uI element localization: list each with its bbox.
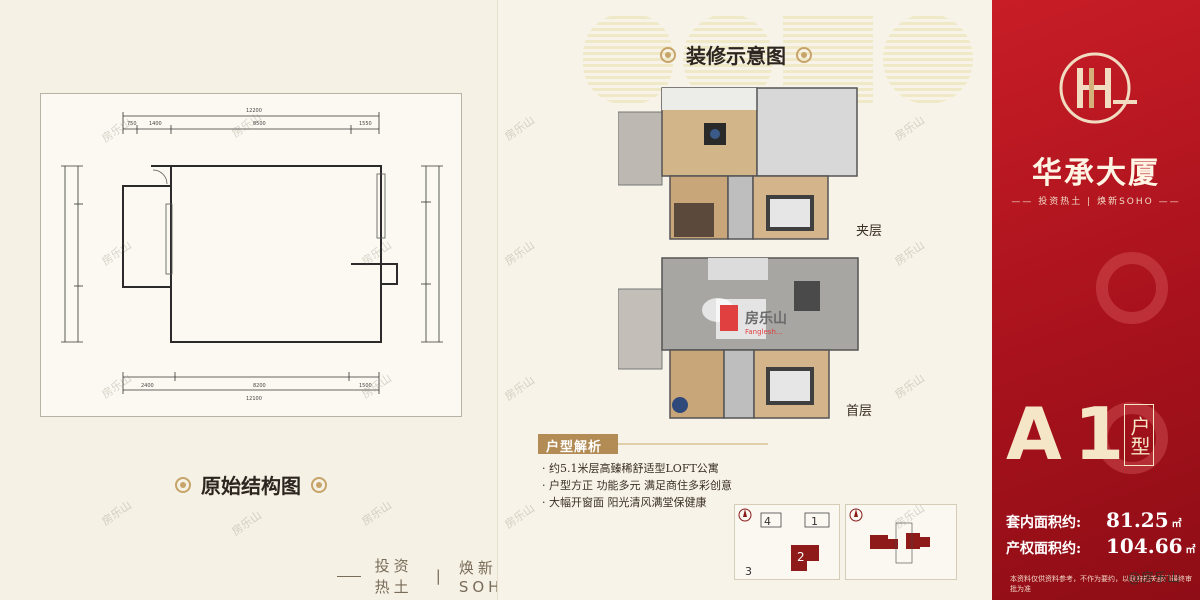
svg-text:1550: 1550 bbox=[359, 121, 372, 127]
unit-number: 1 bbox=[1074, 392, 1125, 476]
unit-suffix-tag: 户型 bbox=[1124, 404, 1154, 466]
soho-decoration bbox=[1096, 252, 1168, 474]
dim-top-total: 12200 bbox=[246, 108, 262, 114]
area-unit: ㎡ bbox=[1185, 545, 1196, 556]
gross-area-row: 产权面积约: 104.66 ㎡ bbox=[1006, 534, 1196, 558]
ground-floor-render bbox=[618, 257, 859, 419]
analysis-title: 户型解析 bbox=[538, 434, 768, 455]
area-unit: ㎡ bbox=[1171, 519, 1182, 530]
brand-logo-icon bbox=[1059, 52, 1137, 124]
watermark: 房乐山 bbox=[892, 371, 928, 402]
watermark: 房乐山 bbox=[502, 238, 538, 269]
ground-floor-label: 首层 bbox=[846, 404, 873, 419]
ring-icon bbox=[660, 46, 676, 63]
analysis-item: 大幅开窗面 阳光清风满堂保健康 bbox=[542, 494, 732, 511]
mezzanine-render bbox=[618, 87, 858, 240]
gross-area-label: 产权面积约: bbox=[1006, 541, 1082, 557]
ring-icon bbox=[175, 476, 191, 493]
watermark: 房乐山 bbox=[502, 113, 538, 144]
svg-text:750: 750 bbox=[127, 121, 137, 127]
ring-icon bbox=[796, 46, 812, 63]
inner-area-row: 套内面积约: 81.25 ㎡ bbox=[1006, 508, 1196, 532]
ring-icon bbox=[311, 476, 327, 493]
brand-subtitle: —— 投资热土 | 焕新SOHO —— bbox=[1011, 197, 1181, 207]
disclaimer: 本资料仅供资料参考，不作为要约，以政府相关部门最终审批为准 bbox=[1010, 575, 1192, 593]
floor-plan-drawing: 12200 750 1400 8500 1550 2400 8200 1500 … bbox=[61, 108, 443, 402]
key-number: 1 bbox=[811, 515, 818, 528]
watermark: 房乐山 bbox=[892, 238, 928, 269]
left-page: 12200 750 1400 8500 1550 2400 8200 1500 … bbox=[0, 0, 558, 600]
key-number: 4 bbox=[764, 515, 771, 528]
site-key-plan bbox=[845, 504, 957, 580]
watermark: 房乐山 bbox=[502, 501, 538, 532]
brand-name: 华承大厦 bbox=[1032, 156, 1160, 191]
svg-text:1400: 1400 bbox=[149, 121, 162, 127]
inner-area-label: 套内面积约: bbox=[1006, 515, 1082, 531]
analysis-list: 约5.1米层高臻稀舒适型LOFT公寓 户型方正 功能多元 满足商住多彩创意 大幅… bbox=[542, 460, 732, 511]
decoration-diagram-title: 装修示意图 bbox=[660, 40, 812, 69]
original-structure-title: 原始结构图 bbox=[175, 470, 327, 499]
watermark: 房乐山 bbox=[99, 498, 135, 529]
svg-text:12100: 12100 bbox=[246, 396, 262, 402]
svg-text:8500: 8500 bbox=[253, 121, 266, 127]
analysis-item: 约5.1米层高臻稀舒适型LOFT公寓 bbox=[542, 460, 732, 477]
key-number: 3 bbox=[745, 565, 752, 578]
watermark: 房乐山 bbox=[892, 113, 928, 144]
original-floor-plan: 12200 750 1400 8500 1550 2400 8200 1500 … bbox=[40, 93, 462, 417]
inner-area-value: 81.25 bbox=[1106, 508, 1169, 532]
corner-watermark: @房乐山 bbox=[1128, 571, 1181, 586]
svg-text:1500: 1500 bbox=[359, 383, 372, 389]
gross-area-value: 104.66 bbox=[1106, 534, 1183, 558]
analysis-item: 户型方正 功能多元 满足商住多彩创意 bbox=[542, 477, 732, 494]
mezzanine-label: 夹层 bbox=[856, 224, 883, 239]
key-number: 2 bbox=[797, 550, 805, 564]
watermark: 房乐山 bbox=[229, 508, 265, 539]
svg-text:8200: 8200 bbox=[253, 383, 266, 389]
middle-page: 装修示意图 夹层 首层 房乐山 Fanglesh... 户型解析 bbox=[497, 0, 992, 600]
unit-letter: A bbox=[1006, 392, 1062, 476]
unit-key-plan: 4 1 2 3 bbox=[734, 504, 840, 580]
site-logo-text: 房乐山 bbox=[745, 311, 787, 327]
watermark: 房乐山 bbox=[359, 498, 395, 529]
right-page: 华承大厦 —— 投资热土 | 焕新SOHO —— A 1 户型 套内面积约: 8… bbox=[992, 0, 1200, 600]
watermark: 房乐山 bbox=[502, 373, 538, 404]
site-logo-sub: Fanglesh... bbox=[745, 328, 783, 336]
svg-text:2400: 2400 bbox=[141, 383, 154, 389]
